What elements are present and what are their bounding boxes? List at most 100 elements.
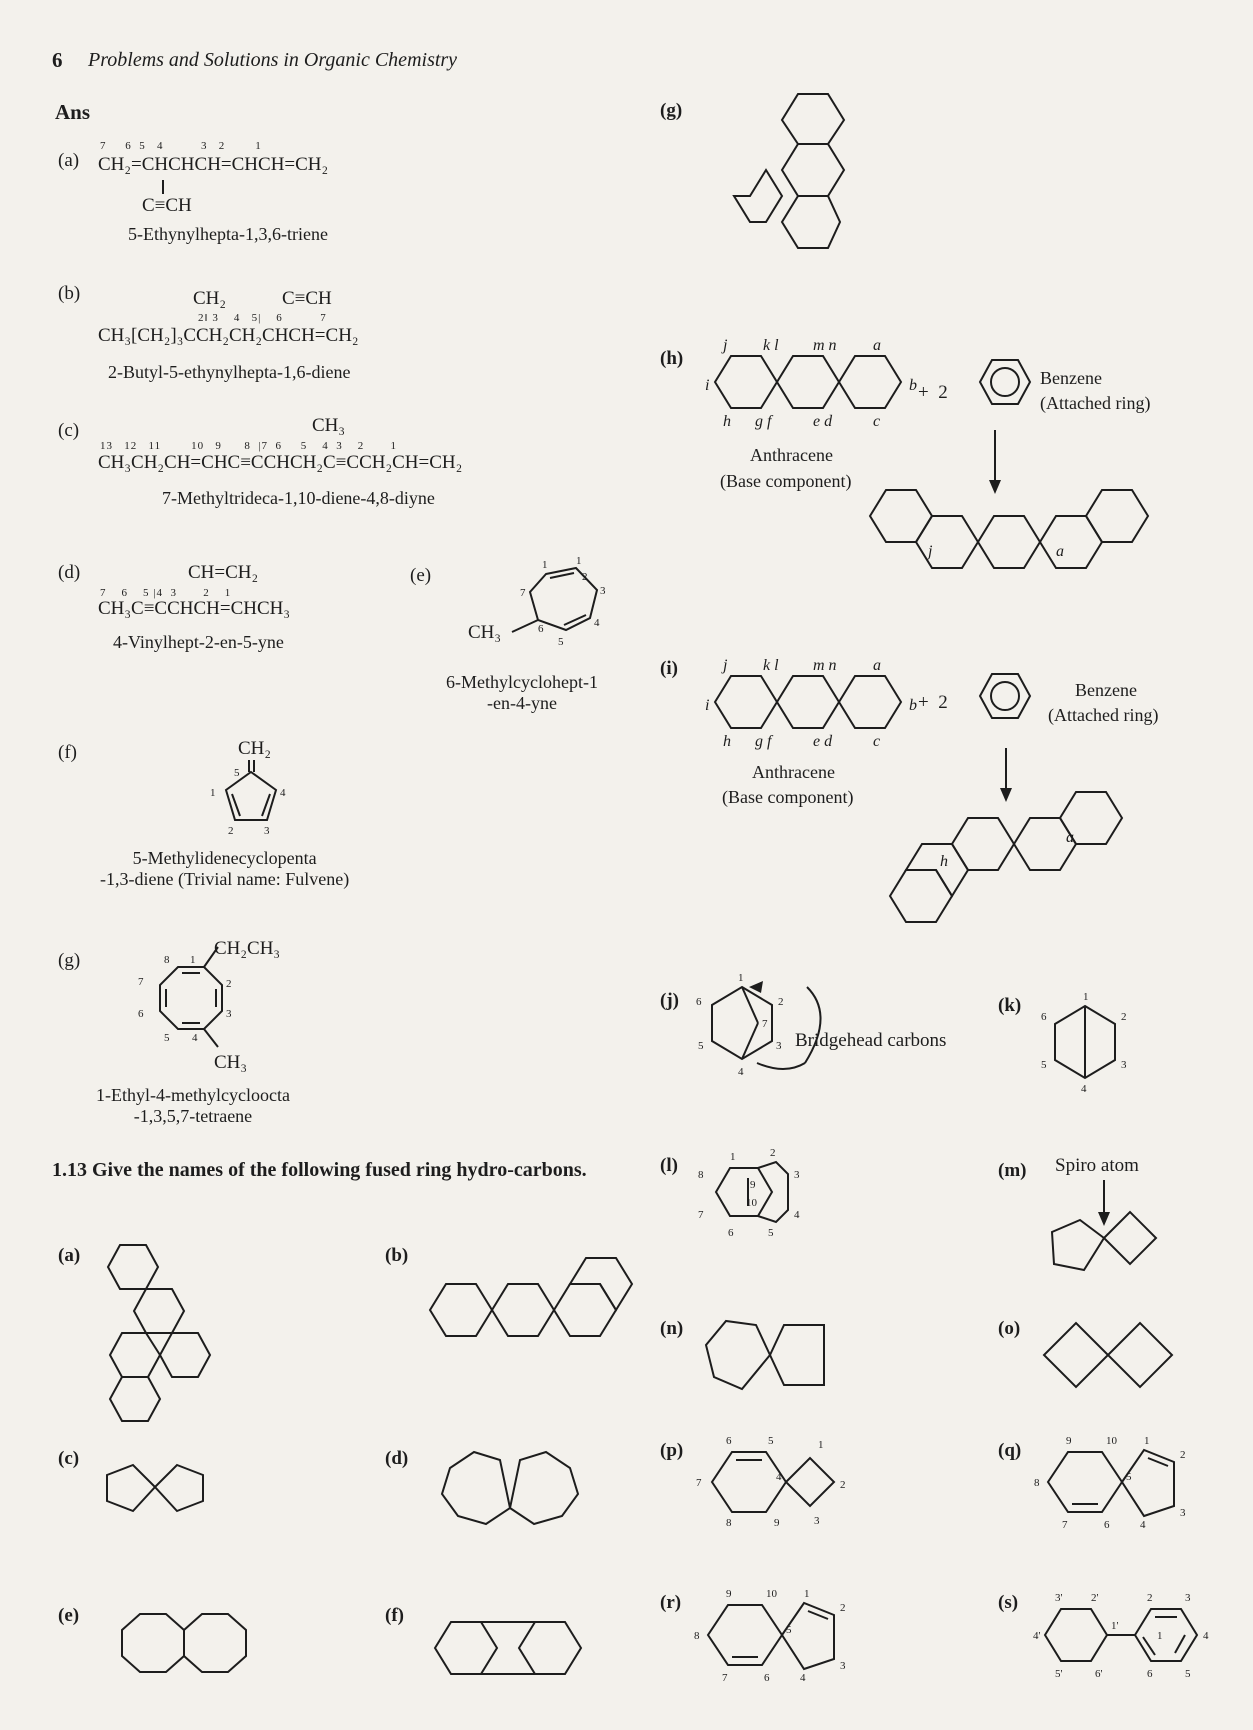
spiro-heptane-structure — [1042, 1321, 1174, 1389]
dibenzanthracene-i-structure: ha — [888, 791, 1124, 923]
svg-text:5: 5 — [698, 1040, 704, 1052]
answer-g-label: (g) — [58, 950, 81, 971]
bicyclobutane-structure: 12 34 56 — [1041, 991, 1127, 1095]
answer-i-base-role: (Base component) — [722, 787, 854, 807]
svg-text:8: 8 — [1034, 1477, 1040, 1489]
svg-text:j: j — [926, 543, 933, 560]
svg-text:8: 8 — [694, 1630, 700, 1642]
svg-text:5: 5 — [1185, 1668, 1191, 1680]
svg-text:k l: k l — [763, 657, 779, 674]
svg-text:a: a — [1056, 543, 1064, 560]
svg-text:10: 10 — [766, 1588, 778, 1600]
svg-text:2: 2 — [778, 996, 784, 1008]
svg-text:3: 3 — [264, 825, 270, 837]
svg-text:5: 5 — [1041, 1059, 1047, 1071]
svg-text:9: 9 — [1066, 1435, 1072, 1447]
answer-a-label: (a) — [58, 150, 80, 171]
answer-q-label: (q) — [998, 1440, 1022, 1461]
answer-d-numbering: 7 6 5 |4 3 2 1 — [100, 587, 232, 599]
answer-b-top-group: CH₂ — [193, 288, 227, 309]
svg-text:7: 7 — [698, 1209, 704, 1221]
svg-text:e d: e d — [813, 413, 833, 430]
svg-text:2: 2 — [582, 571, 588, 583]
answer-b-name: 2-Butyl-5-ethynylhepta-1,6-diene — [108, 362, 351, 382]
benzanthracene-structure — [428, 1257, 634, 1337]
answer-c-numbering: 13 12 11 10 9 8 |7 6 5 4 3 2 1 — [100, 440, 398, 452]
answer-i-plus: + 2 — [918, 692, 948, 713]
spiro-decane-structure — [704, 1319, 825, 1391]
svg-text:3: 3 — [1185, 1592, 1191, 1604]
svg-text:b: b — [909, 377, 917, 394]
answer-r-label: (r) — [660, 1592, 682, 1613]
answer-b-alkyne: C≡CH — [282, 288, 332, 309]
triphenylene-structure — [732, 93, 846, 249]
answer-c-name: 7-Methyltrideca-1,10-diene-4,8-diyne — [162, 488, 435, 508]
svg-text:a: a — [873, 337, 881, 354]
svg-text:4: 4 — [800, 1672, 806, 1684]
answer-heading: Ans — [55, 100, 91, 124]
svg-text:1: 1 — [576, 555, 582, 567]
svg-text:8: 8 — [164, 954, 170, 966]
svg-text:10: 10 — [1106, 1435, 1118, 1447]
answer-c-label: (c) — [58, 420, 80, 441]
svg-text:2': 2' — [1091, 1592, 1099, 1604]
answer-j-annotation: Bridgehead carbons — [795, 1030, 947, 1051]
question-1-13: 1.13 Give the names of the following fus… — [52, 1155, 642, 1185]
svg-text:6: 6 — [728, 1227, 734, 1239]
svg-text:1: 1 — [730, 1151, 736, 1163]
svg-text:4: 4 — [776, 1471, 782, 1483]
svg-text:3: 3 — [814, 1515, 820, 1527]
answer-h-base: Anthracene — [750, 445, 833, 465]
answer-a-numbering: 7 6 5 4 3 2 1 — [100, 140, 262, 152]
answer-e-methyl: CH₃ — [468, 622, 502, 643]
spiro-octane-structure — [1050, 1180, 1158, 1272]
svg-text:4: 4 — [738, 1066, 744, 1078]
svg-text:3: 3 — [1180, 1507, 1186, 1519]
question-part-e: (e) — [58, 1605, 80, 1626]
bridgehead-arrows — [749, 981, 822, 1070]
svg-text:2: 2 — [228, 825, 234, 837]
svg-text:10: 10 — [746, 1197, 758, 1209]
svg-text:5: 5 — [558, 636, 564, 648]
benzene-h-structure — [978, 359, 1032, 405]
answer-d-label: (d) — [58, 562, 81, 583]
svg-text:4: 4 — [280, 787, 286, 799]
svg-text:4: 4 — [1203, 1630, 1209, 1642]
pentahelicene-structure — [106, 1244, 212, 1422]
answer-h-plus: + 2 — [918, 382, 948, 403]
answer-n-label: (n) — [660, 1318, 684, 1339]
answer-h-attached: Benzene — [1040, 368, 1102, 388]
svg-text:j: j — [721, 337, 728, 354]
answer-s-label: (s) — [998, 1592, 1019, 1613]
svg-text:4: 4 — [1081, 1083, 1087, 1095]
answer-f-label: (f) — [58, 742, 77, 763]
answer-h-label: (h) — [660, 348, 684, 369]
svg-text:m n: m n — [813, 337, 837, 354]
answer-d-top-group: CH=CH₂ — [188, 562, 259, 583]
svg-text:6: 6 — [764, 1672, 770, 1684]
pentalene-structure — [106, 1463, 204, 1513]
svg-text:g f: g f — [755, 413, 774, 430]
svg-text:3: 3 — [1121, 1059, 1127, 1071]
answer-e-name: 6-Methylcyclohept-1 -en-4-yne — [446, 672, 598, 713]
svg-text:6: 6 — [1147, 1668, 1153, 1680]
answer-g-right-label: (g) — [660, 100, 683, 121]
page-number: 6 — [52, 48, 63, 72]
svg-text:6: 6 — [1041, 1011, 1047, 1023]
svg-text:7: 7 — [722, 1672, 728, 1684]
answer-a-branch-bond — [162, 180, 164, 194]
svg-text:2: 2 — [226, 978, 232, 990]
svg-text:3: 3 — [776, 1040, 782, 1052]
question-part-d: (d) — [385, 1448, 409, 1469]
answer-k-label: (k) — [998, 995, 1022, 1016]
answer-b-formula: CH₃[CH₂]₃CCH₂CH₂CHCH=CH₂ — [98, 325, 359, 346]
svg-text:3': 3' — [1055, 1592, 1063, 1604]
question-text: Give the names of the following fused ri… — [92, 1159, 587, 1181]
svg-text:4: 4 — [794, 1209, 800, 1221]
svg-text:2: 2 — [1180, 1449, 1186, 1461]
svg-text:3: 3 — [794, 1169, 800, 1181]
